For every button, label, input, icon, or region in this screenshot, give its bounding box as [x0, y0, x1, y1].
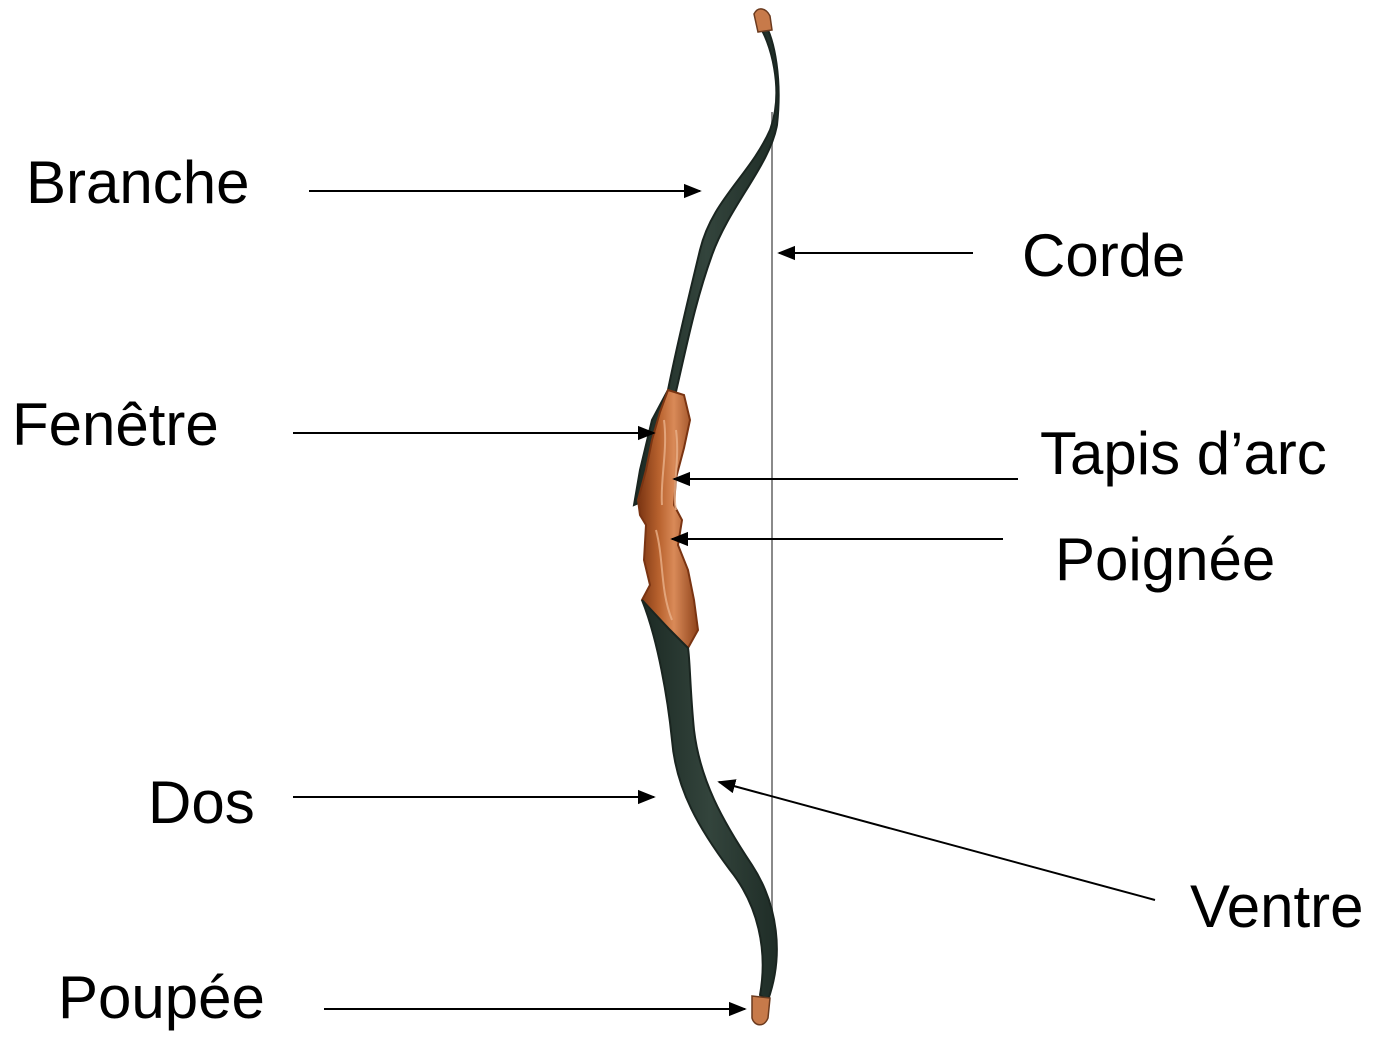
label-fenetre: Fenêtre: [12, 395, 219, 455]
label-poignee: Poignée: [1055, 530, 1275, 590]
lower-limb: [642, 600, 777, 1000]
upper-limb-tip: [754, 9, 772, 32]
label-dos: Dos: [148, 773, 255, 833]
label-ventre: Ventre: [1190, 877, 1363, 937]
label-poupee: Poupée: [58, 968, 265, 1028]
label-corde: Corde: [1022, 226, 1185, 286]
label-branche: Branche: [26, 153, 249, 213]
label-tapis-arc: Tapis d’arc: [1040, 424, 1327, 484]
arrow-ventre: [719, 782, 1155, 900]
lower-limb-tip: [752, 996, 770, 1025]
